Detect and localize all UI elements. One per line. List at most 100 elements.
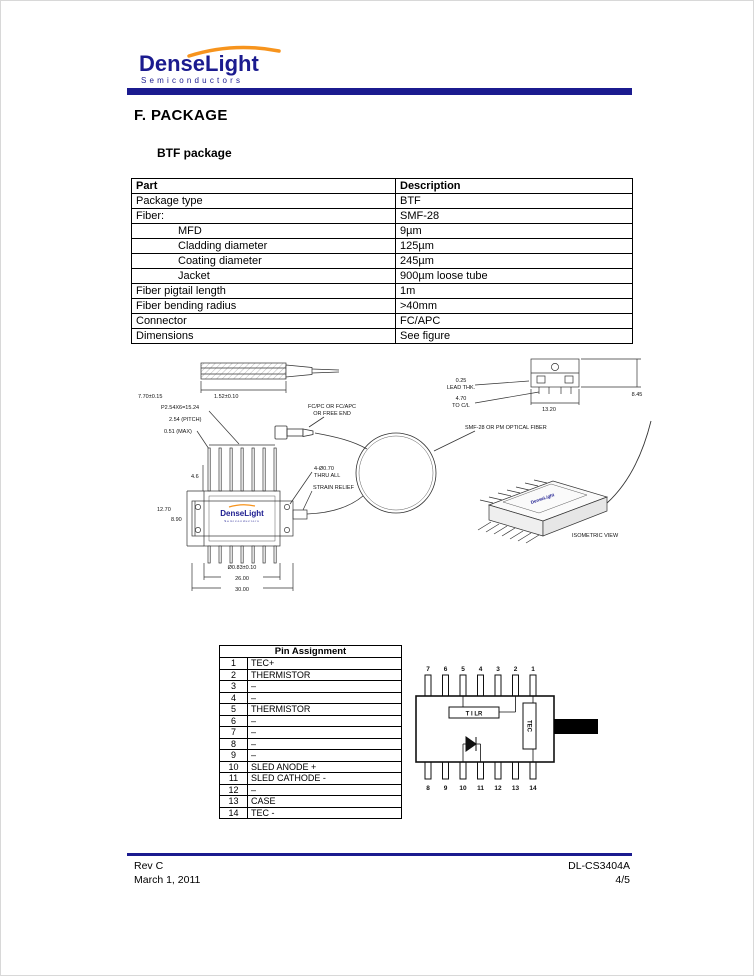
pin-number-label: 10 (459, 785, 467, 792)
pin-number-label: 6 (444, 666, 448, 673)
spec-desc-cell: 9µm (395, 223, 633, 239)
pin-number-cell: 4 (219, 691, 248, 704)
dim-label-pin-width: 0.51 (MAX) (164, 429, 192, 435)
fiber-loop (355, 432, 437, 514)
dim-label-to-cl: TO C/L (452, 403, 470, 409)
diode-icon (465, 736, 477, 752)
dim-label-inner-width: 8.90 (171, 517, 182, 523)
pinout-diagram: 7 6 5 4 3 2 1 T I LR (406, 661, 606, 801)
spec-desc-cell: BTF (395, 193, 633, 209)
pin-function-cell: THERMISTOR (247, 703, 402, 716)
pin-function-cell: TEC+ (247, 657, 402, 670)
pin-number-label: 5 (461, 666, 465, 673)
connector-label-line2: OR FREE END (313, 411, 351, 417)
pin-number-cell: 3 (219, 680, 248, 693)
fc-connector (274, 425, 288, 440)
pin-number-cell: 7 (219, 726, 248, 739)
spec-desc-cell: 245µm (395, 253, 633, 269)
pin-number-cell: 5 (219, 703, 248, 716)
footer-left: Rev C March 1, 2011 (134, 859, 200, 887)
dim-label-length: 7.70±0.15 (138, 394, 162, 400)
spec-part-cell: MFD (131, 223, 396, 239)
pin-function-cell: – (247, 783, 402, 796)
pin-function-cell: – (247, 680, 402, 693)
pin-table-title: Pin Assignment (219, 645, 402, 658)
spec-part-cell: Jacket (131, 268, 396, 284)
pin-number-label: 12 (494, 785, 502, 792)
spec-part-cell: Fiber: (131, 208, 396, 224)
end-view: 0.25 LEAD THK. 4.70 TO C/L 13.20 8.45 (447, 358, 643, 413)
pin-number-label: 14 (529, 785, 537, 792)
dim-label-width: 13.20 (542, 407, 556, 413)
fiber-assembly: FC/PC OR FC/APC OR FREE END SMF-28 OR PM… (274, 404, 547, 515)
pin-row: 8– (219, 737, 402, 750)
spec-desc-cell: 900µm loose tube (395, 268, 633, 284)
logo-swoosh-icon (187, 45, 281, 58)
pin-number-cell: 1 (219, 657, 248, 670)
pin-table-header-row: Pin Assignment (219, 645, 402, 658)
subsection-title: BTF package (157, 146, 232, 160)
dim-label-pin-row: P2.54X6=15.24 (161, 405, 199, 411)
col-header-part: Part (131, 178, 396, 194)
isometric-view: DenseLight ISOMETRIC VIEW (477, 420, 652, 544)
pin-function-cell: SLED ANODE + (247, 760, 402, 773)
pin-number-label: 8 (426, 785, 430, 792)
pin-row: 12– (219, 783, 402, 796)
tec-box-label: TEC (526, 720, 532, 733)
col-header-description: Description (395, 178, 633, 194)
logo-tagline: Semiconductors (141, 76, 243, 85)
pin-number-cell: 6 (219, 714, 248, 727)
pin-number-cell: 2 (219, 668, 248, 681)
page-number-label: 4/5 (615, 874, 630, 887)
pin-function-cell: – (247, 714, 402, 727)
butterfly-top-view: P2.54X6=15.24 2.54 (PITCH) 0.51 (MAX) 4.… (157, 405, 355, 593)
page-title: F. PACKAGE (134, 107, 228, 124)
spec-desc-cell: SMF-28 (395, 208, 633, 224)
thru-hole-label-line1: 4-Ø0.70 (314, 466, 334, 472)
pin-number-label: 2 (514, 666, 518, 673)
pin-function-cell: THERMISTOR (247, 668, 402, 681)
pin-number-label: 11 (477, 785, 484, 792)
thermistor-box-label: T I LR (466, 712, 483, 718)
spec-header-row: Part Description (131, 178, 633, 194)
pin-function-cell: – (247, 749, 402, 762)
pin-function-cell: – (247, 691, 402, 704)
dim-label-pitch: 2.54 (PITCH) (169, 417, 202, 423)
isometric-view-label: ISOMETRIC VIEW (572, 533, 619, 539)
package-logo-sub: Semiconductors (224, 519, 260, 523)
connector-label-line1: FC/PC OR FC/APC (308, 404, 356, 410)
spec-desc-cell: See figure (395, 328, 633, 344)
spec-part-cell: Coating diameter (131, 253, 396, 269)
dim-label-lead-thk: LEAD THK. (447, 385, 476, 391)
pin-number-cell: 9 (219, 749, 248, 762)
denselight-logo: DenseLight Semiconductors (139, 41, 309, 94)
spec-desc-cell: >40mm (395, 298, 633, 314)
header-rule (127, 88, 632, 95)
dim-label-height: 8.45 (632, 392, 643, 398)
package-drawing: 7.70±0.15 1.52±0.10 0.25 LEAD THK. 4.70 … (129, 353, 656, 610)
pin-number-label: 4 (479, 666, 483, 673)
pin-number-label: 1 (531, 666, 535, 673)
dim-label-body-width: 12.70 (157, 507, 171, 513)
pin-number-cell: 10 (219, 760, 248, 773)
pin-row: 6– (219, 714, 402, 727)
pin-number-cell: 13 (219, 795, 248, 808)
pin-function-cell: SLED CATHODE - (247, 772, 402, 785)
pin-row: 4– (219, 691, 402, 704)
dim-label-body-length: 26.00 (235, 576, 249, 582)
pin-row: 3– (219, 680, 402, 693)
side-view: 7.70±0.15 1.52±0.10 (138, 362, 340, 400)
footer-rule (127, 853, 632, 856)
revision-label: Rev C (134, 860, 164, 872)
dim-label-inner: 1.52±0.10 (214, 394, 238, 400)
